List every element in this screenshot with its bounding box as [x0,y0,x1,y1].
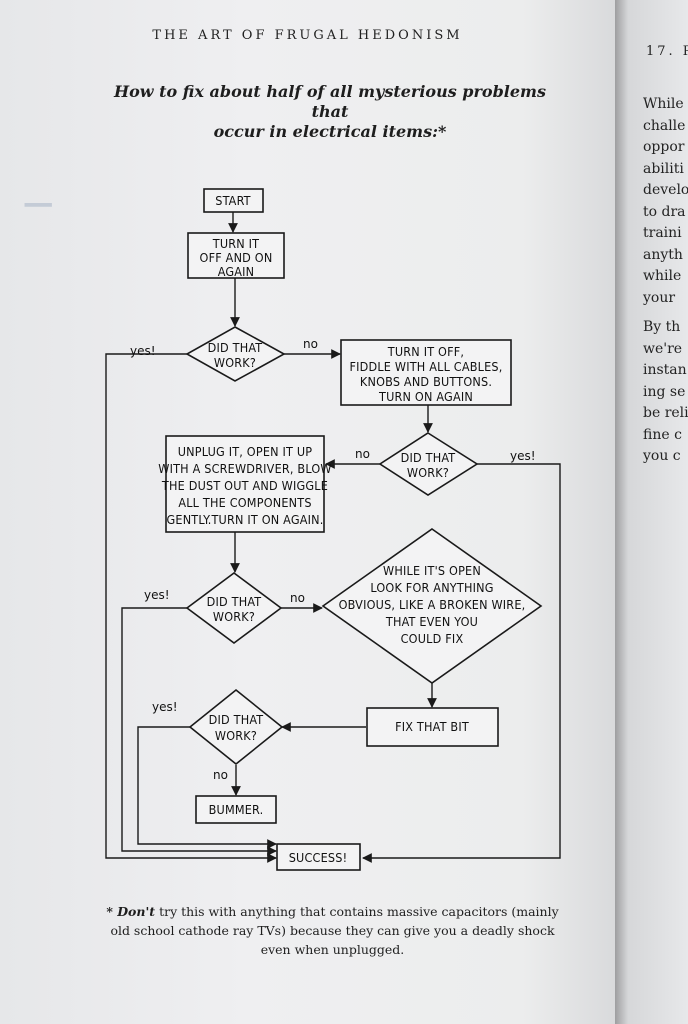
next-page-line: to dra [643,203,686,220]
node-text-line: AGAIN [218,264,255,279]
next-page-running-head: 17. R [646,44,688,59]
bleed-through-heading: ─ [25,180,52,231]
next-page-line: you c [643,448,681,464]
node-start-text: START [215,193,251,208]
edge-label-no-2: no [355,447,370,461]
node-success: SUCCESS! [276,843,361,871]
node-text-line: TURN ON AGAIN [378,389,473,404]
edge-label-no-1: no [303,337,318,351]
next-page-edge [615,0,688,1024]
next-page-line: By th [643,319,681,335]
node-text-line: WHILE IT'S OPEN [383,563,481,578]
next-page-line: instan [643,362,687,378]
node-text-line: OFF AND ON [200,250,273,265]
node-text-line: KNOBS AND BUTTONS. [360,374,492,389]
node-text-line: TURN IT OFF, [387,344,464,359]
next-page-line: oppor [643,139,685,155]
edge-label-no-4: no [213,768,228,782]
footnote-emphasis: * Don't [106,904,156,919]
node-text-line: DID THAT [209,712,264,727]
running-head: THE ART OF FRUGAL HEDONISM [152,28,463,43]
edge-work3-yes [121,607,277,856]
edge-work2-yes [362,463,561,863]
connectors [105,212,561,863]
edge-label-yes-4: yes! [152,700,178,714]
node-fix-text: FIX THAT BIT [395,719,469,734]
node-text-line: BUMMER. [209,802,264,817]
node-bummer-text: BUMMER. [209,802,264,817]
node-text-line: ALL THE COMPONENTS [178,495,311,510]
node-text-line: FIDDLE WITH ALL CABLES, [349,359,502,374]
next-page-line: anyth [643,246,683,263]
node-start: START [203,188,264,213]
node-text-line: COULD FIX [401,631,464,646]
node-text-line: OBVIOUS, LIKE A BROKEN WIRE, [339,597,526,612]
next-page-line: while [643,268,682,284]
next-page-line: abiliti [643,160,684,177]
node-unplug: UNPLUG IT, OPEN IT UP WITH A SCREWDRIVER,… [158,435,332,533]
title-line-1: How to fix about half of all mysterious … [114,82,546,121]
next-page-line: fine c [643,426,682,443]
node-text-line: DID THAT [401,450,456,465]
node-text-line: DID THAT [208,340,263,355]
edge-label-yes-2: yes! [510,449,536,463]
edge-work1-yes [105,353,277,863]
node-look-text: WHILE IT'S OPEN LOOK FOR ANYTHING OBVIOUS,… [339,563,526,646]
node-text-line: WORK? [215,728,257,743]
node-bummer: BUMMER. [195,795,277,824]
node-unplug-text: UNPLUG IT, OPEN IT UP WITH A SCREWDRIVER,… [158,444,331,527]
next-page-line: challe [643,117,686,134]
node-text-line: WORK? [213,609,255,624]
title-line-2: occur in electrical items:* [213,122,447,141]
edge-work4-yes [137,726,277,849]
node-text-line: THAT EVEN YOU [385,614,478,629]
footnote: * Don't try this with anything that cont… [105,902,560,959]
node-fiddle-text: TURN IT OFF,FIDDLE WITH ALL CABLES,KNOBS… [349,344,502,404]
node-text-line: TURN IT [212,236,259,251]
node-text-line: SUCCESS! [289,850,348,865]
page-title: How to fix about half of all mysterious … [100,82,560,142]
node-success-text: SUCCESS! [289,850,348,865]
node-look: WHILE IT'S OPEN LOOK FOR ANYTHING OBVIOUS,… [321,528,543,684]
node-text-line: DID THAT [207,594,262,609]
next-page-line: traini [643,225,682,241]
node-text-line: THE DUST OUT AND WIGGLE [161,478,328,493]
node-text-line: WITH A SCREWDRIVER, BLOW [158,461,331,476]
node-text-line: START [215,193,251,208]
node-text-line: FIX THAT BIT [395,719,469,734]
next-page-line: ing se [643,383,686,400]
node-text-line: WORK? [407,465,449,480]
node-fix: FIX THAT BIT [366,707,499,747]
edge-label-yes-1: yes! [130,344,156,358]
next-page-text: While challe oppor abiliti develo to dra train… [643,94,688,468]
node-text-line: LOOK FOR ANYTHING [370,580,493,595]
node-text-line: WORK? [214,355,256,370]
node-text-line: GENTLY.TURN IT ON AGAIN. [166,512,323,527]
node-fiddle: TURN IT OFF,FIDDLE WITH ALL CABLES,KNOBS… [340,339,512,406]
footnote-text: try this with anything that contains mas… [110,904,559,957]
next-page-line: be reli [643,405,688,421]
node-text-line: UNPLUG IT, OPEN IT UP [178,444,313,459]
next-page-line: your [643,289,676,306]
next-page-line: While [643,96,684,112]
edge-label-yes-3: yes! [144,588,170,602]
next-page-line: develo [643,182,688,198]
next-page-line: we're [643,340,683,357]
edge-label-no-3: no [290,591,305,605]
